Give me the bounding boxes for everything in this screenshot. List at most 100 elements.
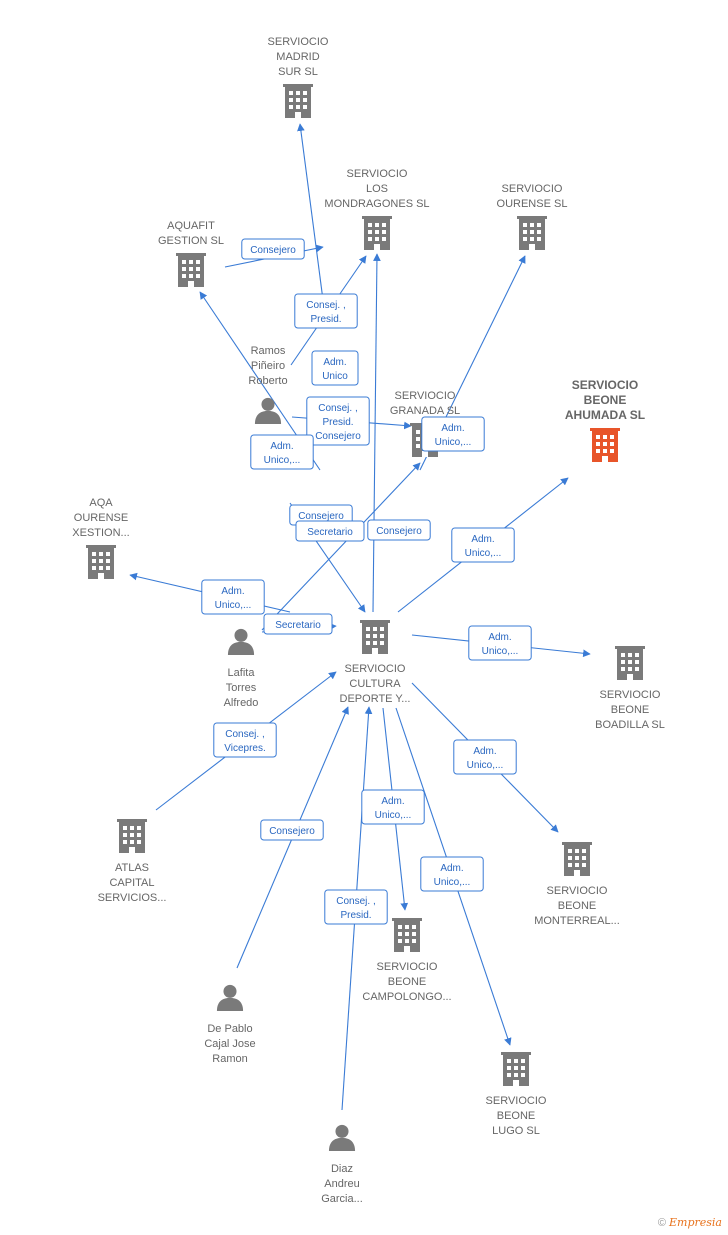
edge-label-text: Consejero [250,245,296,256]
node-label-line: LOS [366,183,388,195]
edge-label-text: Unico,... [375,810,412,821]
brand-logo: Empresia [669,1216,722,1229]
company-node-aqa[interactable]: AQA OURENSE XESTION... [72,497,130,579]
edge-label-aquafit-mondragones[interactable]: Consejero [241,238,305,260]
node-label-line: Ramon [212,1053,247,1065]
edge-label-box [295,520,365,542]
building-icon [176,253,206,287]
edge-label-text: Vicepres. [224,743,266,754]
edge-label-box [421,416,485,452]
node-label-line: SERVIOCIO [347,168,408,180]
edge-label-ramos-granada[interactable]: Consej. ,Presid.Consejero [306,396,370,446]
node-label-line: BEONE [497,1110,536,1122]
building-icon [615,646,645,680]
node-label-line: SERVIOCIO [395,390,456,402]
edge-label-cultura-ahumada[interactable]: Adm.Unico,... [451,527,515,563]
edge-label-cultura-lugo[interactable]: Adm.Unico,... [420,856,484,892]
node-label-line: OURENSE [74,512,128,524]
building-icon [590,428,620,462]
node-label-line: Roberto [248,375,287,387]
edge-label-ramos-aquafit[interactable]: Adm. Unico,... [250,434,314,470]
building-icon [283,84,313,118]
edge-label-lafita-granada[interactable]: Secretario [295,520,365,542]
building-icon [86,545,116,579]
edge-label-text: Adm. [270,441,293,452]
edge-label-box [201,579,265,615]
edge-label-box [306,396,370,446]
company-node-campolongo[interactable]: SERVIOCIOBEONECAMPOLONGO... [362,918,452,1003]
company-node-mondragones[interactable]: SERVIOCIO LOS MONDRAGONES SL [324,168,430,250]
edge-label-lafita-aqa[interactable]: Adm.Unico,... [201,579,265,615]
node-label-line: LUGO SL [492,1125,540,1137]
node-label-line: BEONE [558,900,597,912]
edge-lafita-granada [261,462,421,631]
edge-label-box [294,293,358,329]
edge-label-box [311,350,359,386]
edge-label-cultura-monterreal[interactable]: Adm.Unico,... [453,739,517,775]
edge-label-text: Adm. [473,746,496,757]
node-label-line: DEPORTE Y... [340,693,411,705]
node-label-line: ATLAS [115,862,149,874]
person-icon [227,628,255,655]
edge-label-text: Consejero [269,826,315,837]
node-label-line: AQA [89,497,113,509]
edge-label-text: Consej. , [318,403,357,414]
node-label-line: SERVIOCIO [572,378,638,392]
node-label-line: AQUAFIT [167,220,215,232]
edge-label-box [263,613,333,635]
edge-label-ramos-madrid[interactable]: Adm. Unico [311,350,359,386]
node-label-line: CULTURA [349,678,401,690]
node-label-line: SERVIOCIO [345,663,406,675]
building-icon [360,620,390,654]
company-node-cultura[interactable]: SERVIOCIO CULTURA DEPORTE Y... [340,620,411,705]
edge-label-box [241,238,305,260]
edge-label-box [213,722,277,758]
node-label-line: XESTION... [72,527,129,539]
node-label-line: SERVIOCIO [502,183,563,195]
edge-label-box [420,856,484,892]
edge-label-ramos-ourense[interactable]: Adm.Unico,... [421,416,485,452]
node-label-line: SERVICIOS... [98,892,167,904]
edge-label-diaz-cultura[interactable]: Consej. ,Presid. [324,889,388,925]
edge-label-text: Unico [322,371,348,382]
edge-label-text: Adm. [323,357,346,368]
edge-label-text: Consej. , [225,729,264,740]
node-label-line: MADRID [276,51,319,63]
edge-label-lafita-cultura[interactable]: Secretario [263,613,333,635]
building-icon [392,918,422,952]
node-label-line: BOADILLA SL [595,719,665,731]
edge-label-text: Secretario [275,620,321,631]
person-node-diaz[interactable]: DiazAndreuGarcia... [321,1124,363,1205]
company-node-monterreal[interactable]: SERVIOCIOBEONEMONTERREAL... [534,842,620,927]
edge-label-cultura-mondragones[interactable]: Consejero [367,519,431,541]
company-node-atlas[interactable]: ATLASCAPITALSERVICIOS... [98,819,167,904]
edge-label-cultura-campolongo[interactable]: Adm.Unico,... [361,789,425,825]
person-icon [328,1124,356,1151]
edge-label-box [250,434,314,470]
node-label-line: Garcia... [321,1193,363,1205]
node-label-line: MONDRAGONES SL [324,198,429,210]
edge-label-text: Secretario [307,527,353,538]
edge-label-text: Adm. [488,632,511,643]
node-label-line: Diaz [331,1163,353,1175]
copyright-icon: © [657,1217,666,1229]
edge-label-cultura-boadilla[interactable]: Adm.Unico,... [468,625,532,661]
edge-label-atlas-cultura[interactable]: Consej. , Vicepres. [213,722,277,758]
edge-label-depablo-cultura[interactable]: Consejero [260,819,324,841]
footer-brand[interactable]: © Empresia [658,1216,722,1229]
edge-label-ramos-mondragones[interactable]: Consej. ,Presid. [294,293,358,329]
edge-label-box [361,789,425,825]
edge-label-text: Adm. [440,863,463,874]
edge-label-text: Unico,... [264,455,301,466]
node-label-line: BEONE [584,393,627,407]
